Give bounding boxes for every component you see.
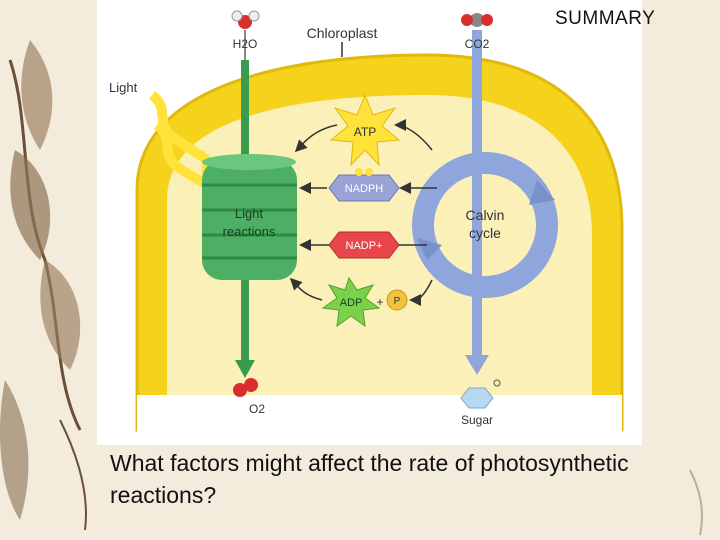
chloroplast-label: Chloroplast: [307, 25, 378, 41]
oxygen-molecule-icon: [233, 378, 258, 397]
water-label: H2O: [233, 37, 258, 51]
phosphate-icon: [386, 289, 408, 311]
calvin-label-2: cycle: [469, 225, 501, 241]
atp-label: ATP: [354, 125, 376, 139]
light-reactions-label-2: reactions: [223, 224, 276, 239]
question-text: What factors might affect the rate of ph…: [110, 450, 629, 508]
plus-label: +: [376, 295, 383, 309]
atp-star-icon: [329, 93, 401, 167]
light-reactions-label-1: Light: [235, 206, 264, 221]
photosynthesis-diagram: Chloroplast Light H2O CO2 O2 Sugar Light…: [97, 0, 642, 445]
sugar-label: Sugar: [461, 413, 493, 427]
water-molecule-icon: [231, 10, 260, 29]
nadp-label: NADP+: [346, 240, 383, 252]
oxygen-label: O2: [249, 402, 265, 416]
calvin-cycle-ring: [412, 152, 558, 298]
calvin-label-1: Calvin: [466, 207, 505, 223]
adp-label: ADP: [340, 297, 363, 309]
co2-label: CO2: [465, 37, 490, 51]
adp-star-icon: [321, 276, 381, 328]
light-label: Light: [109, 80, 138, 95]
nadph-label: NADPH: [345, 183, 384, 195]
nadph-hex-icon: [328, 174, 400, 202]
phosphate-label: P: [394, 296, 401, 307]
thylakoid-stack: [202, 154, 297, 280]
slide-title: SUMMARY: [555, 8, 656, 29]
co2-molecule-icon: [461, 13, 493, 27]
sugar-icon: [460, 387, 494, 409]
